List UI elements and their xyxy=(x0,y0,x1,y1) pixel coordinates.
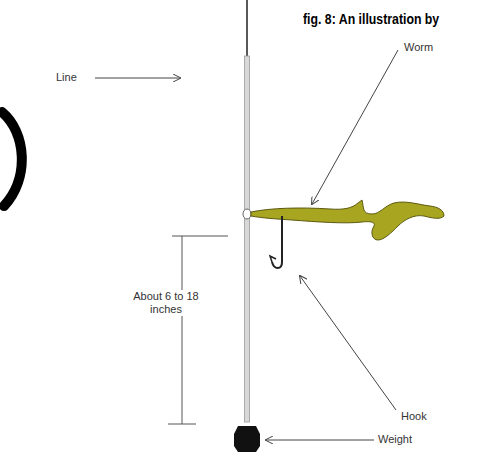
line-top xyxy=(246,0,248,58)
swivel xyxy=(243,209,251,219)
hook-leader xyxy=(300,276,396,410)
worm-leader xyxy=(312,50,398,204)
part-label: Worm xyxy=(404,41,433,54)
fishing-line xyxy=(245,56,250,422)
dimension-label: About 6 to 18 inches xyxy=(128,290,204,316)
edge-mark xyxy=(2,112,22,206)
figure-caption: fig. 8: An illustration by xyxy=(303,10,439,27)
sinker-weight xyxy=(234,426,260,452)
part-label: Weight xyxy=(378,433,412,446)
part-label: Hook xyxy=(401,410,427,423)
weight-leader xyxy=(266,440,374,441)
hook-shape xyxy=(272,216,282,268)
part-label: Line xyxy=(56,71,77,84)
worm-bait xyxy=(251,200,444,240)
line-leader xyxy=(95,78,180,79)
dimension-bracket xyxy=(182,236,183,424)
